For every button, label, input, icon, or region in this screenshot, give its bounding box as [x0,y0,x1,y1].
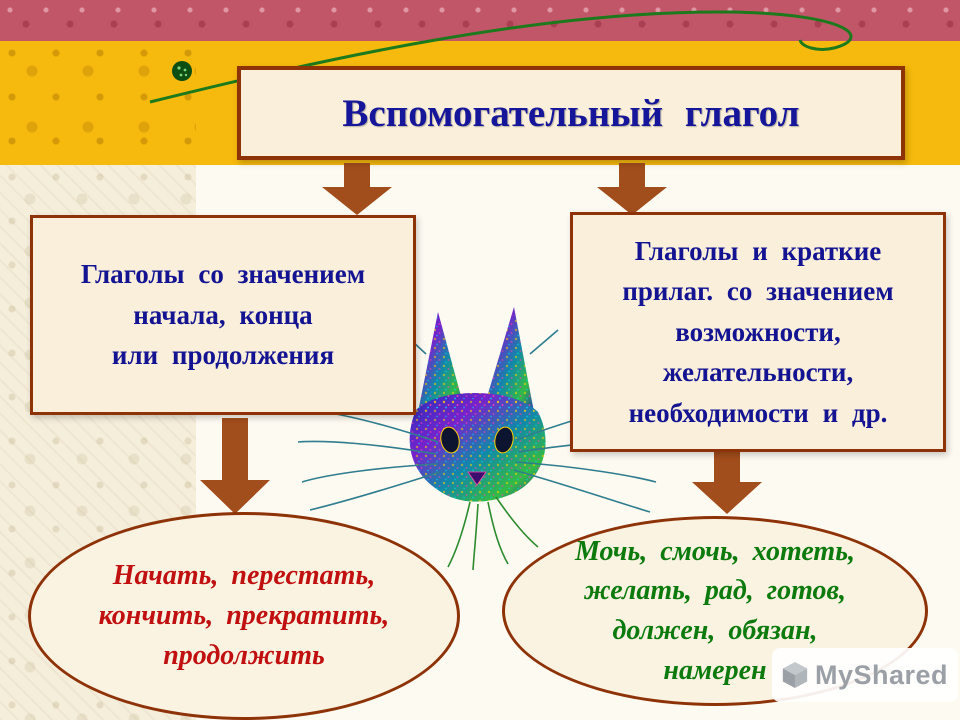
left-examples-text: Начать, перестать, кончить, прекратить, … [98,560,390,671]
cat-nose [467,471,487,486]
myshared-watermark[interactable]: MyShared [772,648,958,702]
right-definition-text: Глаголы и краткие прилаг. со значением в… [622,235,894,428]
cube-icon [782,662,808,688]
right-examples-text: Мочь, смочь, хотеть, желать, рад, готов,… [575,535,855,686]
down-arrow-right-box [692,452,762,514]
top-decorative-bar [0,0,960,41]
cat-beard [447,496,539,571]
green-swoosh-decoration [149,10,853,104]
watermark-label: MyShared [814,659,948,690]
right-definition-box: Глаголы и краткие прилаг. со значением в… [570,212,946,452]
left-definition-box: Глаголы со значением начала, конца или п… [30,215,416,415]
pin-head-icon [172,61,192,81]
down-arrow-left-box [200,418,270,514]
down-arrow-title-left [322,163,392,215]
cat-left-eye [440,426,460,454]
down-arrow-title-right [597,163,667,215]
left-definition-text: Глаголы со значением начала, конца или п… [80,259,366,371]
slide-title: Вспомогательный глагол [342,91,800,135]
title-box: Вспомогательный глагол [237,66,905,160]
cat-illustration [298,307,659,571]
cat-right-eye [494,426,514,454]
left-examples-ellipse: Начать, перестать, кончить, прекратить, … [28,512,460,720]
